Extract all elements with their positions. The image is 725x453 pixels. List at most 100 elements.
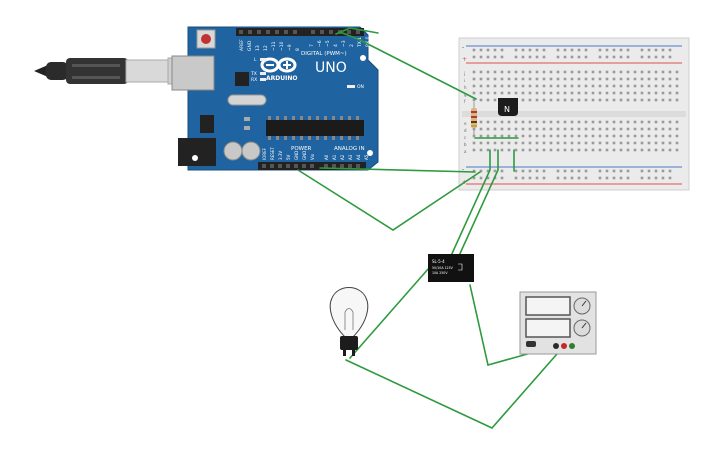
breadboard-hole[interactable]	[619, 70, 623, 74]
breadboard-hole[interactable]	[640, 176, 644, 180]
breadboard-hole[interactable]	[584, 148, 588, 152]
breadboard-hole[interactable]	[633, 98, 637, 102]
breadboard-hole[interactable]	[542, 91, 546, 95]
breadboard-hole[interactable]	[598, 176, 602, 180]
wire-digital-to-resistor[interactable]	[339, 31, 477, 100]
breadboard-hole[interactable]	[479, 55, 483, 59]
breadboard-hole[interactable]	[500, 120, 504, 124]
breadboard-hole[interactable]	[535, 127, 539, 131]
breadboard-hole[interactable]	[675, 141, 679, 145]
breadboard-hole[interactable]	[563, 98, 567, 102]
arduino-uno-board[interactable]: AREF GND 13 12 ~11 ~10 ~9 8 7 ~6 ~5 4 ~3…	[171, 26, 379, 171]
breadboard-hole[interactable]	[500, 176, 504, 180]
resistor[interactable]	[471, 102, 477, 136]
breadboard-hole[interactable]	[514, 91, 518, 95]
breadboard-hole[interactable]	[647, 169, 651, 173]
breadboard-hole[interactable]	[528, 55, 532, 59]
breadboard-hole[interactable]	[486, 70, 490, 74]
breadboard-hole[interactable]	[472, 148, 476, 152]
breadboard-hole[interactable]	[584, 134, 588, 138]
breadboard-hole[interactable]	[654, 91, 658, 95]
breadboard-hole[interactable]	[521, 120, 525, 124]
breadboard-hole[interactable]	[570, 120, 574, 124]
breadboard-hole[interactable]	[556, 120, 560, 124]
breadboard-hole[interactable]	[479, 141, 483, 145]
breadboard-hole[interactable]	[479, 84, 483, 88]
breadboard-hole[interactable]	[486, 141, 490, 145]
breadboard-hole[interactable]	[570, 141, 574, 145]
breadboard-hole[interactable]	[675, 91, 679, 95]
breadboard-hole[interactable]	[605, 48, 609, 52]
breadboard-hole[interactable]	[486, 84, 490, 88]
breadboard-hole[interactable]	[661, 70, 665, 74]
breadboard-hole[interactable]	[668, 169, 672, 173]
breadboard-hole[interactable]	[528, 141, 532, 145]
wire-transistor-to-relay-2[interactable]	[457, 149, 499, 259]
breadboard-hole[interactable]	[507, 127, 511, 131]
breadboard-hole[interactable]	[521, 141, 525, 145]
breadboard-hole[interactable]	[521, 169, 525, 173]
breadboard-hole[interactable]	[584, 84, 588, 88]
breadboard-hole[interactable]	[472, 169, 476, 173]
breadboard-hole[interactable]	[619, 120, 623, 124]
breadboard-hole[interactable]	[486, 98, 490, 102]
breadboard-hole[interactable]	[556, 127, 560, 131]
breadboard-hole[interactable]	[577, 84, 581, 88]
breadboard-hole[interactable]	[556, 84, 560, 88]
breadboard-hole[interactable]	[661, 77, 665, 81]
breadboard-hole[interactable]	[584, 70, 588, 74]
breadboard-hole[interactable]	[612, 148, 616, 152]
breadboard-hole[interactable]	[493, 148, 497, 152]
breadboard-hole[interactable]	[668, 77, 672, 81]
breadboard-hole[interactable]	[570, 127, 574, 131]
breadboard-hole[interactable]	[535, 77, 539, 81]
breadboard-hole[interactable]	[493, 55, 497, 59]
positive-terminal[interactable]	[561, 343, 567, 349]
breadboard-hole[interactable]	[570, 134, 574, 138]
breadboard-hole[interactable]	[640, 48, 644, 52]
breadboard-hole[interactable]	[479, 127, 483, 131]
breadboard-hole[interactable]	[633, 84, 637, 88]
breadboard-hole[interactable]	[654, 134, 658, 138]
wire-transistor-to-relay-1[interactable]	[449, 149, 491, 259]
breadboard-hole[interactable]	[542, 48, 546, 52]
breadboard-hole[interactable]	[500, 148, 504, 152]
breadboard-hole[interactable]	[633, 70, 637, 74]
breadboard-hole[interactable]	[521, 148, 525, 152]
breadboard-hole[interactable]	[591, 91, 595, 95]
breadboard-hole[interactable]	[549, 134, 553, 138]
breadboard-hole[interactable]	[507, 148, 511, 152]
breadboard-hole[interactable]	[626, 70, 630, 74]
breadboard-hole[interactable]	[661, 176, 665, 180]
breadboard-hole[interactable]	[647, 84, 651, 88]
breadboard-hole[interactable]	[654, 120, 658, 124]
breadboard-hole[interactable]	[514, 55, 518, 59]
breadboard-hole[interactable]	[521, 55, 525, 59]
breadboard-hole[interactable]	[668, 134, 672, 138]
breadboard-hole[interactable]	[507, 134, 511, 138]
breadboard-hole[interactable]	[668, 176, 672, 180]
breadboard-hole[interactable]	[570, 91, 574, 95]
breadboard-hole[interactable]	[584, 176, 588, 180]
breadboard-hole[interactable]	[486, 91, 490, 95]
breadboard-hole[interactable]	[668, 98, 672, 102]
breadboard-hole[interactable]	[556, 169, 560, 173]
wire-bulb-to-supply[interactable]	[345, 345, 565, 429]
breadboard-hole[interactable]	[647, 176, 651, 180]
breadboard-hole[interactable]	[556, 98, 560, 102]
breadboard-hole[interactable]	[675, 84, 679, 88]
breadboard-hole[interactable]	[549, 98, 553, 102]
breadboard-hole[interactable]	[605, 141, 609, 145]
breadboard-hole[interactable]	[598, 120, 602, 124]
breadboard-hole[interactable]	[577, 70, 581, 74]
breadboard-hole[interactable]	[584, 98, 588, 102]
breadboard-hole[interactable]	[514, 48, 518, 52]
breadboard-hole[interactable]	[514, 84, 518, 88]
breadboard-hole[interactable]	[542, 77, 546, 81]
breadboard-hole[interactable]	[521, 70, 525, 74]
breadboard-hole[interactable]	[528, 70, 532, 74]
ground-terminal[interactable]	[569, 343, 575, 349]
breadboard-hole[interactable]	[563, 77, 567, 81]
breadboard-hole[interactable]	[521, 77, 525, 81]
breadboard-hole[interactable]	[472, 55, 476, 59]
